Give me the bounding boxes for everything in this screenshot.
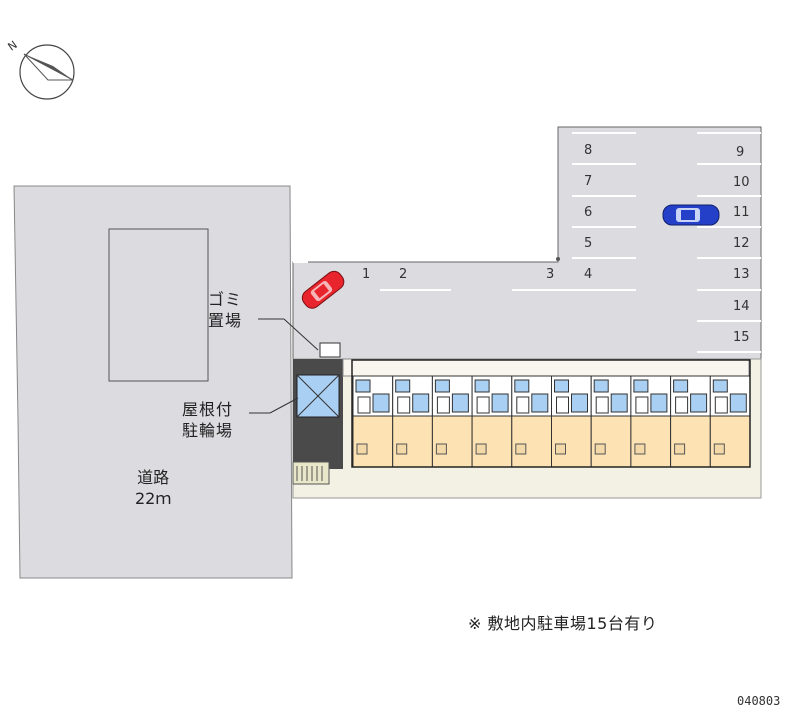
unit-room xyxy=(471,415,513,468)
unit-closet xyxy=(634,443,646,455)
unit-room xyxy=(431,415,473,468)
unit-toilet xyxy=(516,396,530,414)
unit-bath xyxy=(372,393,390,413)
unit-kitchen xyxy=(554,379,569,393)
unit-bath xyxy=(451,393,469,413)
unit-closet xyxy=(594,443,606,455)
unit-closet xyxy=(475,443,487,455)
corridor xyxy=(342,358,750,377)
parking-number: 10 xyxy=(733,175,750,190)
parking-numbers: 1 2 3 4 5 6 7 8 9 10 11 12 13 14 15 xyxy=(362,143,750,345)
unit-bath xyxy=(650,393,668,413)
parking-note: ※ 敷地内駐車場15台有り xyxy=(468,614,658,633)
parking-stall-lines xyxy=(293,132,761,353)
parking-number: 2 xyxy=(399,267,407,282)
unit-closet xyxy=(435,443,447,455)
apartment-units xyxy=(352,375,751,468)
parking-number: 11 xyxy=(733,205,750,220)
parking-number: 15 xyxy=(733,330,750,345)
parking-number: 8 xyxy=(584,143,592,158)
garbage-area xyxy=(319,342,341,358)
unit-toilet xyxy=(397,396,411,414)
road-label: 道路 22ｍ xyxy=(135,468,172,508)
unit-room xyxy=(630,415,672,468)
unit-room xyxy=(670,415,711,468)
bicycle-shelter xyxy=(292,461,330,485)
unit-kitchen xyxy=(712,379,728,393)
unit-bath xyxy=(610,393,628,413)
unit-room xyxy=(352,415,394,468)
unit-kitchen xyxy=(474,379,490,393)
unit-closet xyxy=(356,443,368,455)
unit-bath xyxy=(690,393,708,413)
unit-toilet xyxy=(635,396,649,414)
unit-bath xyxy=(531,393,549,413)
unit-closet xyxy=(555,443,566,455)
unit-toilet xyxy=(476,396,490,414)
unit-closet xyxy=(674,443,686,455)
parking-number: 7 xyxy=(584,174,592,189)
unit-bath xyxy=(729,393,747,413)
unit-toilet xyxy=(675,396,689,414)
parking-lot xyxy=(292,126,762,360)
compass-icon: N xyxy=(6,38,75,100)
compass-north-label: N xyxy=(6,38,20,53)
unit-kitchen xyxy=(395,379,411,393)
road-median xyxy=(108,228,209,382)
unit-bath xyxy=(491,393,509,413)
unit-toilet xyxy=(714,396,728,414)
unit-bath xyxy=(412,393,430,413)
parking-number: 3 xyxy=(546,267,554,282)
parking-number: 9 xyxy=(736,145,744,160)
parking-number: 4 xyxy=(584,267,592,282)
unit-kitchen xyxy=(434,379,450,393)
unit-closet xyxy=(396,443,408,455)
unit-room xyxy=(709,415,751,468)
unit-kitchen xyxy=(633,379,649,393)
parking-number: 6 xyxy=(584,205,592,220)
bicycle-parking-label: 屋根付 駐輪場 xyxy=(182,400,234,440)
red-car-icon xyxy=(301,270,345,309)
blue-car-icon xyxy=(662,204,720,226)
unit-kitchen xyxy=(355,379,371,393)
unit-kitchen xyxy=(514,379,530,393)
building-outline xyxy=(351,359,751,468)
unit-bath xyxy=(571,393,588,413)
parking-number: 12 xyxy=(733,236,750,251)
unit-toilet xyxy=(357,396,371,414)
unit-room xyxy=(511,415,552,468)
parking-number: 13 xyxy=(733,267,750,282)
unit-room xyxy=(392,415,433,468)
unit-closet xyxy=(713,443,725,455)
garbage-area-label: ゴミ 置場 xyxy=(208,290,243,330)
unit-toilet xyxy=(595,396,609,414)
unit-room xyxy=(590,415,632,468)
unit-kitchen xyxy=(593,379,609,393)
road xyxy=(13,185,293,579)
unit-toilet xyxy=(436,396,450,414)
property-code: 040803 xyxy=(737,694,781,708)
unit-toilet xyxy=(556,396,569,414)
parking-number: 1 xyxy=(362,267,370,282)
unit-closet xyxy=(515,443,527,455)
parking-number: 5 xyxy=(584,236,592,251)
unit-kitchen xyxy=(673,379,689,393)
parking-number: 14 xyxy=(733,299,750,314)
unit-room xyxy=(551,415,592,468)
